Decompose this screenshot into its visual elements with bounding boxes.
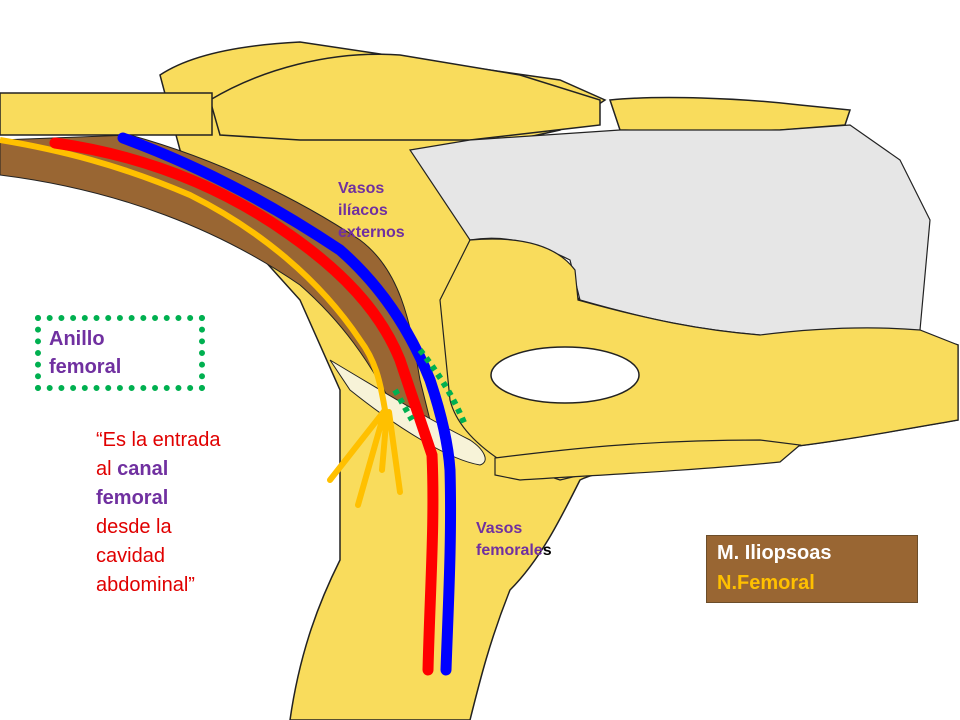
quote-line-1: “Es la entrada — [96, 429, 221, 451]
anillo-line-1: Anillo — [49, 328, 105, 350]
vasos-iliacos-line-3: externos — [338, 224, 405, 241]
pubic-ramus-lower — [494, 439, 802, 481]
iliac-crest — [209, 53, 601, 141]
anillo-femoral-box: Anillo femoral — [35, 315, 205, 391]
iliac-wing-right — [608, 96, 852, 133]
anillo-line-2: femoral — [49, 356, 122, 378]
quote-femoral: femoral — [96, 487, 169, 509]
legend-muscle: M. Iliopsoas — [717, 542, 832, 564]
quote-canal: canal — [117, 458, 169, 480]
femoral-nerve-branches — [327, 407, 403, 508]
femoral-artery — [49, 137, 439, 676]
vasos-femorales-s: s — [542, 542, 552, 559]
vasos-femorales-label: Vasos femorales — [476, 518, 552, 562]
vasos-iliacos-label: Vasos ilíacos externos — [338, 178, 405, 244]
pubic-ramus-upper — [439, 238, 959, 481]
quote-al: al — [96, 458, 118, 480]
quote-line-2: al canal — [96, 455, 266, 484]
quote-line-6: abdominal” — [96, 574, 195, 596]
anillo-femoral-text: Anillo femoral — [49, 325, 189, 381]
abdominal-wall-rect — [0, 92, 213, 136]
vasos-iliacos-line-2: ilíacos — [338, 202, 388, 219]
vasos-femorales-main: femorale — [476, 542, 543, 559]
femoral-vein — [117, 132, 457, 676]
legend-box: M. Iliopsoas N.Femoral — [706, 535, 918, 603]
obturator-foramen — [490, 346, 640, 404]
quote-line-4: desde la — [96, 516, 172, 538]
legend-nerve: N.Femoral — [717, 572, 815, 594]
vasos-iliacos-line-1: Vasos — [338, 180, 385, 197]
femoral-nerve — [0, 137, 388, 411]
vasos-femorales-line-1: Vasos — [476, 520, 523, 537]
quote-line-5: cavidad — [96, 545, 165, 567]
definition-quote: “Es la entrada al canal femoral desde la… — [96, 426, 266, 600]
vasos-femorales-line-2: femorales — [476, 540, 552, 562]
